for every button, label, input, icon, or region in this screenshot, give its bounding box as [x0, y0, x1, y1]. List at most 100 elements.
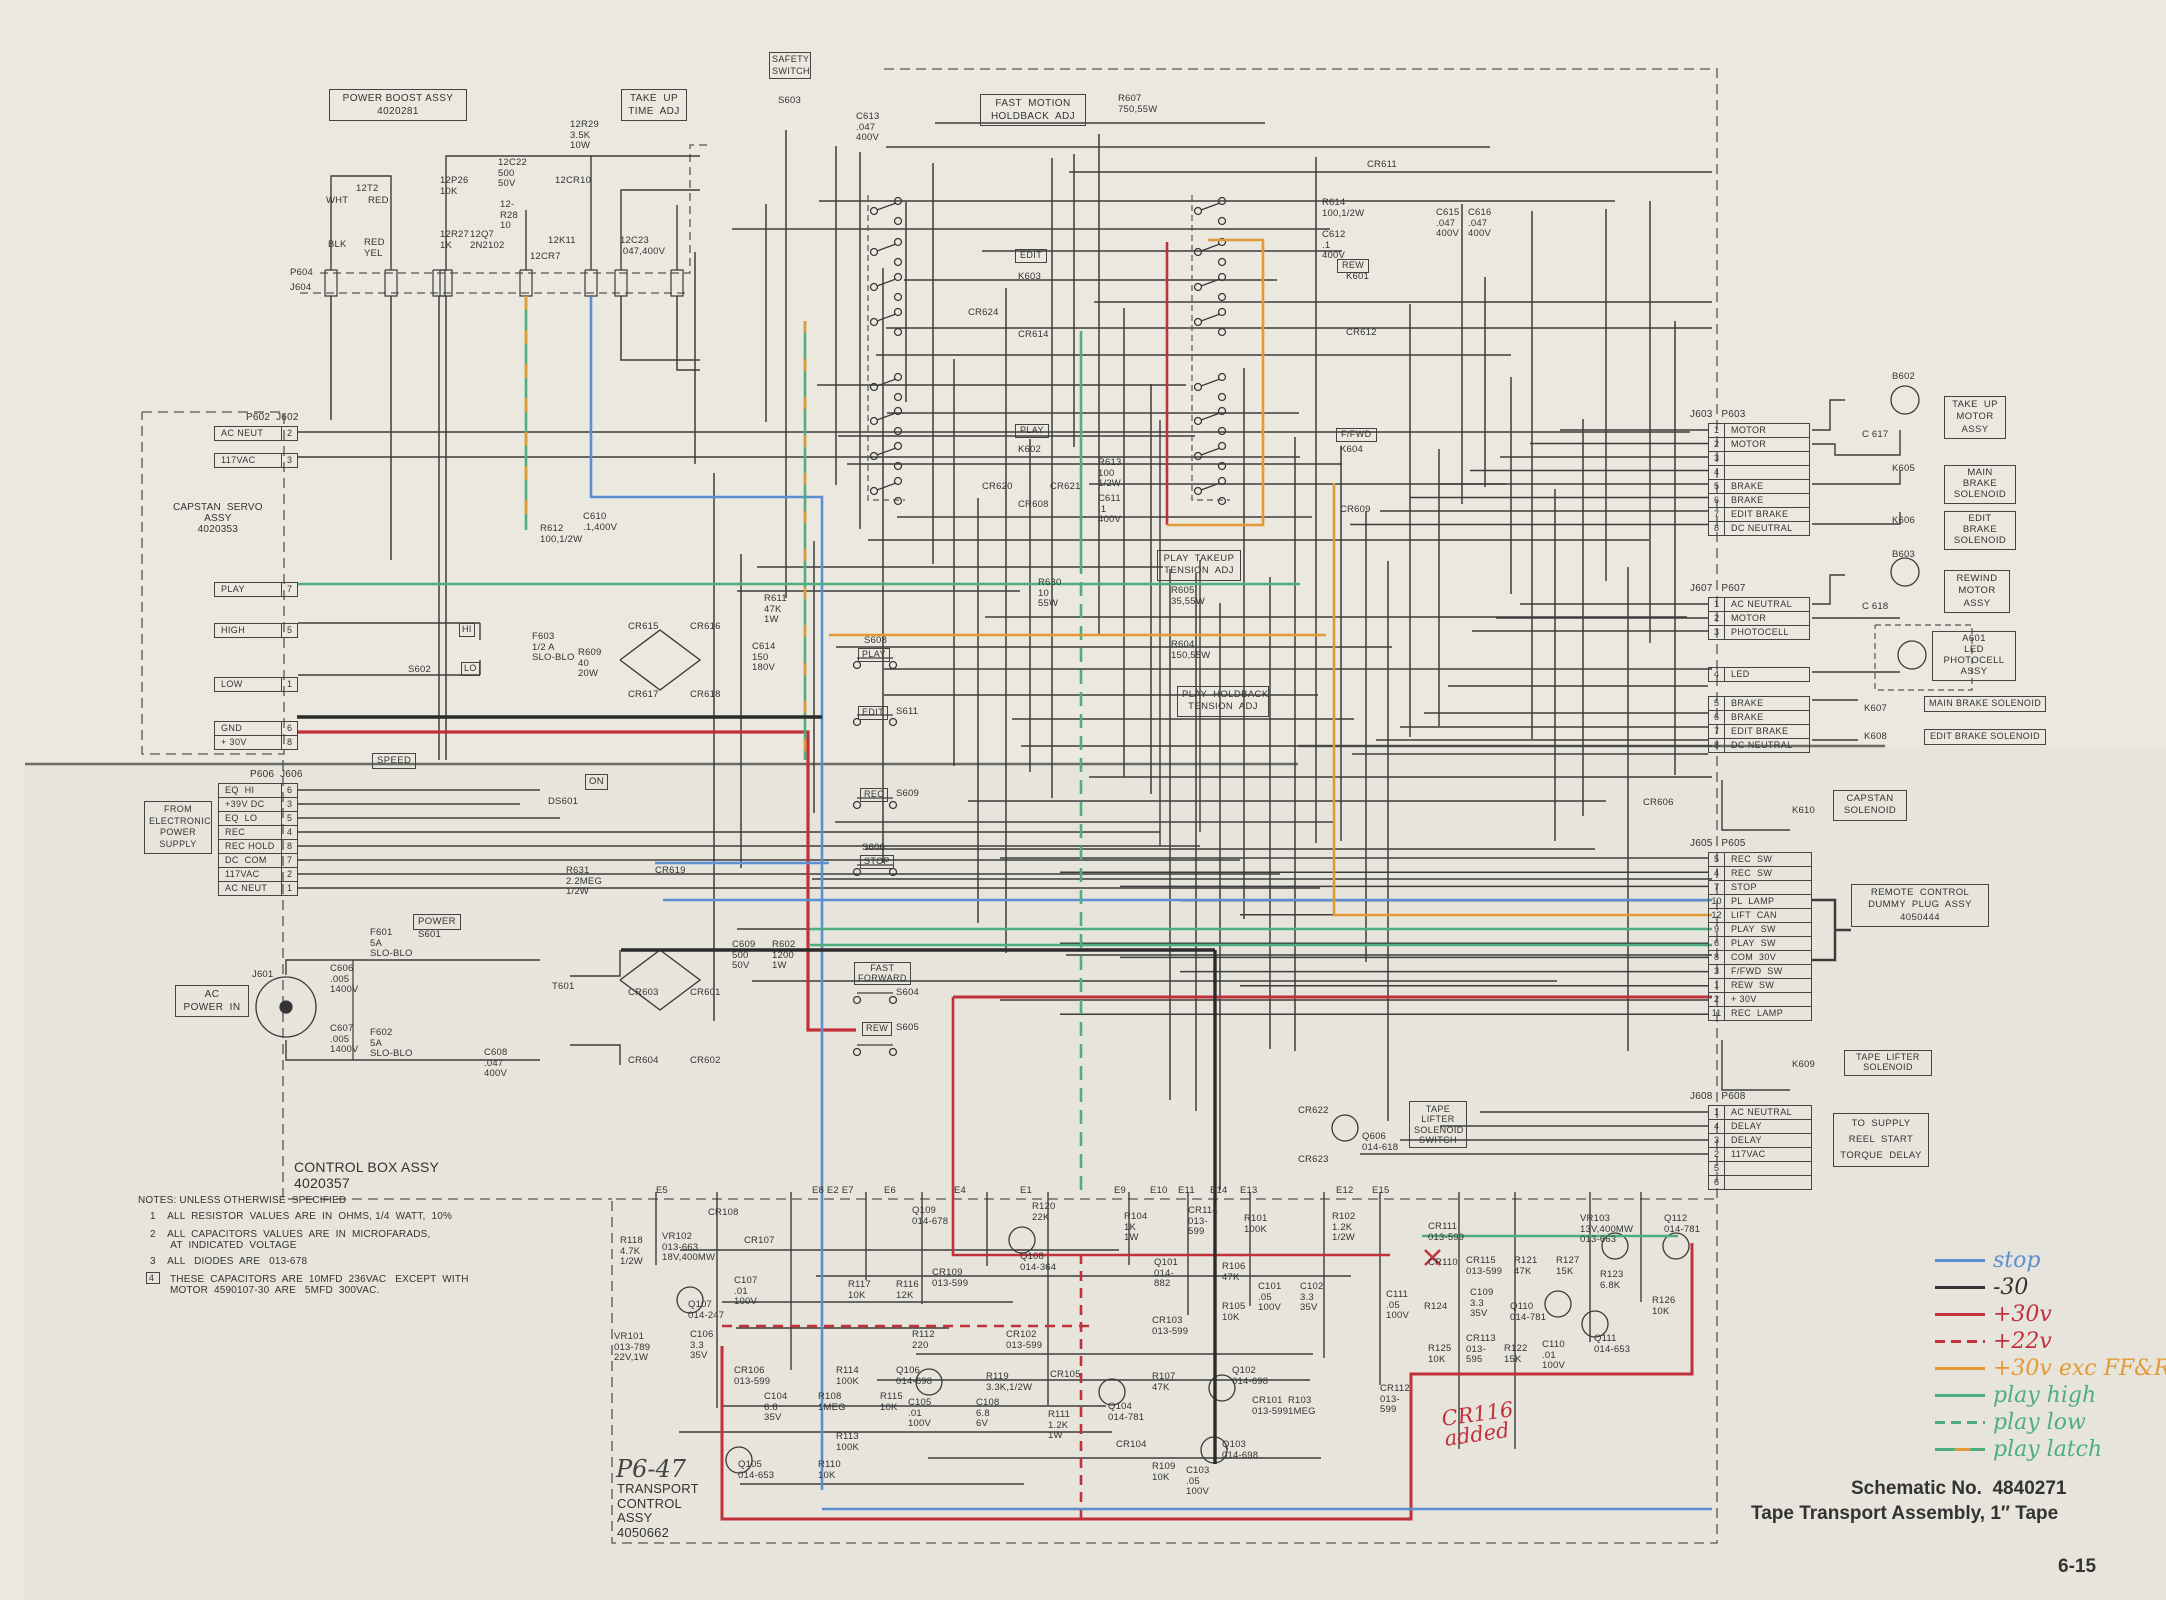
s608-play-switch[interactable]: PLAY	[858, 648, 890, 662]
pin-signal-label: 117VAC	[1731, 1149, 1766, 1159]
component-label: C611 .1 400V	[1098, 493, 1121, 526]
component-label: CR615	[628, 621, 659, 632]
pin-number: 2	[1709, 1148, 1725, 1161]
capstan-servo-frame	[141, 411, 285, 755]
component-label: K606	[1892, 515, 1915, 526]
pin-number: 2	[1709, 612, 1725, 625]
component-label: J604	[290, 282, 312, 293]
hi-speed-label: HI	[459, 623, 475, 637]
component-label: Q110 014-781	[1510, 1301, 1547, 1323]
component-label: C 617	[1862, 429, 1889, 440]
legend-entry: -30	[1935, 1275, 2028, 1300]
legend-swatch	[1935, 1421, 1985, 1424]
pin-signal-label: 117VAC	[225, 869, 260, 879]
junction	[888, 1047, 898, 1057]
power-boost-assy-box: POWER BOOST ASSY 4020281	[329, 89, 467, 121]
take-up-time-adj-box: TAKE UP TIME ADJ	[621, 89, 687, 121]
pin-number: 3	[1709, 452, 1725, 465]
component-label: 12Q7 2N2102	[470, 229, 505, 251]
pin-number: 7	[1709, 508, 1725, 521]
relay-contact	[1217, 496, 1227, 506]
pin-number: 5	[1709, 1162, 1725, 1175]
trace-plus-30v-exc-ff-r	[1167, 238, 1265, 527]
junction	[852, 1047, 862, 1057]
pin-signal-label	[1725, 1176, 1811, 1189]
relay-contact	[1217, 292, 1227, 302]
component-label: B603	[1892, 549, 1915, 560]
power-switch-label[interactable]: POWER	[413, 914, 461, 931]
legend-label: stop	[1993, 1248, 2041, 1273]
tape-lifter-solenoid-box: TAPE LIFTER SOLENOID	[1844, 1050, 1932, 1076]
speed-switch-label[interactable]: SPEED	[372, 753, 417, 770]
s606-stop-switch[interactable]: STOP	[860, 855, 894, 869]
notes-header: NOTES: UNLESS OTHERWISE SPECIFIED	[138, 1195, 347, 1206]
legend-label: play high	[1993, 1383, 2097, 1408]
component-label: C607 .005 1400V	[330, 1023, 359, 1056]
s604-ref: S604	[896, 987, 919, 998]
component-label: K609	[1792, 1059, 1815, 1070]
solenoid-k605	[1812, 470, 1901, 485]
control-box-assy-label: CONTROL BOX ASSY 4020357	[294, 1159, 440, 1191]
trace-plus-30v	[297, 730, 856, 1032]
pin-number: 3	[1709, 965, 1725, 978]
component-label: C102 3.3 35V	[1300, 1281, 1324, 1314]
s604-fast-forward-switch[interactable]: FAST FORWARD	[854, 962, 911, 985]
relay-arm	[876, 313, 897, 322]
component-label: CR622	[1298, 1105, 1329, 1116]
junction	[852, 717, 862, 727]
s611-edit-switch[interactable]: EDIT	[858, 706, 889, 720]
component-label: CR115 013-599	[1466, 1255, 1503, 1277]
component-label: R607 750,55W	[1118, 93, 1158, 115]
component-label: S602	[408, 664, 431, 675]
pin-signal-label: MOTOR	[1731, 613, 1767, 623]
legend-swatch	[1935, 1313, 1985, 1316]
component-label: R111 1.2K 1W	[1048, 1409, 1071, 1442]
connector-pin-row: 3+39V DC	[218, 798, 298, 812]
component-label: VR101 013-789 22V,1W	[614, 1331, 651, 1364]
component-label: R108 1MEG	[818, 1391, 846, 1413]
s605-rew-switch[interactable]: REW	[862, 1022, 893, 1036]
a601-frame	[1874, 624, 1973, 691]
rewind-motor-assy-box: REWIND MOTOR ASSY	[1944, 570, 2010, 614]
component-label: CR108	[708, 1207, 739, 1218]
pin-signal-label: MOTOR	[1731, 425, 1767, 435]
relay-contact	[869, 486, 879, 496]
component-label: F602 5A SLO-BLO	[370, 1027, 413, 1060]
component-label: S603	[778, 95, 801, 106]
pin-signal-label: REW SW	[1731, 980, 1775, 990]
relay-arm	[1200, 202, 1221, 211]
pin-signal-label	[1725, 1162, 1811, 1175]
relay-contact	[893, 406, 903, 416]
s609-rec-switch[interactable]: REC	[860, 788, 889, 802]
relay-contact	[893, 441, 903, 451]
component-label: C609 500 50V	[732, 939, 756, 972]
component-label: R120 22K	[1032, 1201, 1056, 1223]
wire	[620, 189, 700, 270]
pin-signal-label: LIFT CAN	[1731, 910, 1777, 920]
component-label: CR109 013-599	[932, 1267, 969, 1289]
component-label: CR107	[744, 1235, 775, 1246]
component-label: E13	[1240, 1185, 1258, 1196]
component-label: E6	[884, 1185, 897, 1196]
wire	[620, 296, 700, 361]
pin-number: 2	[1709, 993, 1725, 1006]
pin-signal-label: AC NEUTRAL	[1731, 1107, 1793, 1117]
transistor	[1601, 1232, 1629, 1260]
relay-contact	[893, 257, 903, 267]
pin-number: 4	[281, 826, 297, 839]
play-holdback-tension-adj-box: PLAY HOLDBACK TENSION ADJ	[1177, 686, 1269, 717]
pin-signal-label: GND	[221, 723, 243, 733]
connector-pin-row: 4	[1708, 466, 1810, 480]
component-label: R107 47K	[1152, 1371, 1176, 1393]
